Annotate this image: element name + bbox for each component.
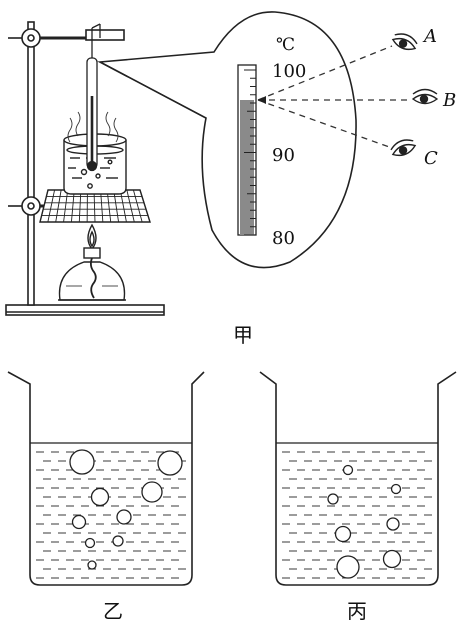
mercury-column — [240, 100, 254, 235]
beaker-yi — [7, 371, 205, 586]
tick-label-80: 80 — [272, 228, 295, 249]
tick-label-90: 90 — [272, 145, 295, 166]
gauze-wire — [70, 189, 75, 223]
gauze-wire — [139, 189, 151, 223]
eye-c-icon — [390, 139, 417, 157]
gauze-wire — [55, 189, 62, 223]
alcohol-lamp — [58, 223, 126, 301]
gauze-wire — [119, 189, 127, 223]
iron-stand — [5, 21, 165, 316]
observer-label-b: B — [442, 90, 456, 111]
sight-line-a — [257, 45, 393, 101]
sight-lines — [257, 45, 412, 149]
gauze-wire — [39, 189, 49, 223]
sight-line-c — [257, 99, 393, 149]
gauze-wire — [78, 189, 82, 223]
caption-fig-c: 丙 — [347, 599, 367, 623]
observer-label-a: A — [422, 26, 437, 47]
wire-gauze — [39, 189, 151, 223]
caption-fig-a: 甲 — [233, 323, 253, 347]
gauze-wire — [113, 189, 120, 223]
steam — [67, 111, 119, 143]
bubbles-yi — [69, 449, 183, 570]
tick-label-100: 100 — [272, 61, 306, 82]
gauze-wire — [106, 189, 112, 223]
gauze-wire — [93, 189, 96, 223]
gauze-wire — [47, 189, 56, 223]
beaker-bing — [259, 371, 457, 586]
eye-a-icon — [391, 33, 418, 51]
gauze-wire — [132, 189, 143, 223]
thermometer-clamp — [85, 29, 125, 41]
gauze-wire — [63, 189, 69, 223]
stand-base — [5, 304, 165, 316]
bubbles-bing — [327, 464, 402, 579]
gauze-wire — [126, 189, 135, 223]
observer-label-c: C — [424, 148, 438, 169]
gauze-wire — [100, 189, 104, 223]
temperature-unit-label: ℃ — [276, 35, 295, 55]
stand-rod — [27, 21, 35, 306]
meniscus-marker — [258, 96, 266, 104]
caption-fig-b: 乙 — [103, 599, 123, 623]
magnified-callout — [97, 11, 357, 269]
thermometer-small — [86, 23, 101, 172]
eye-b-icon — [411, 88, 439, 105]
